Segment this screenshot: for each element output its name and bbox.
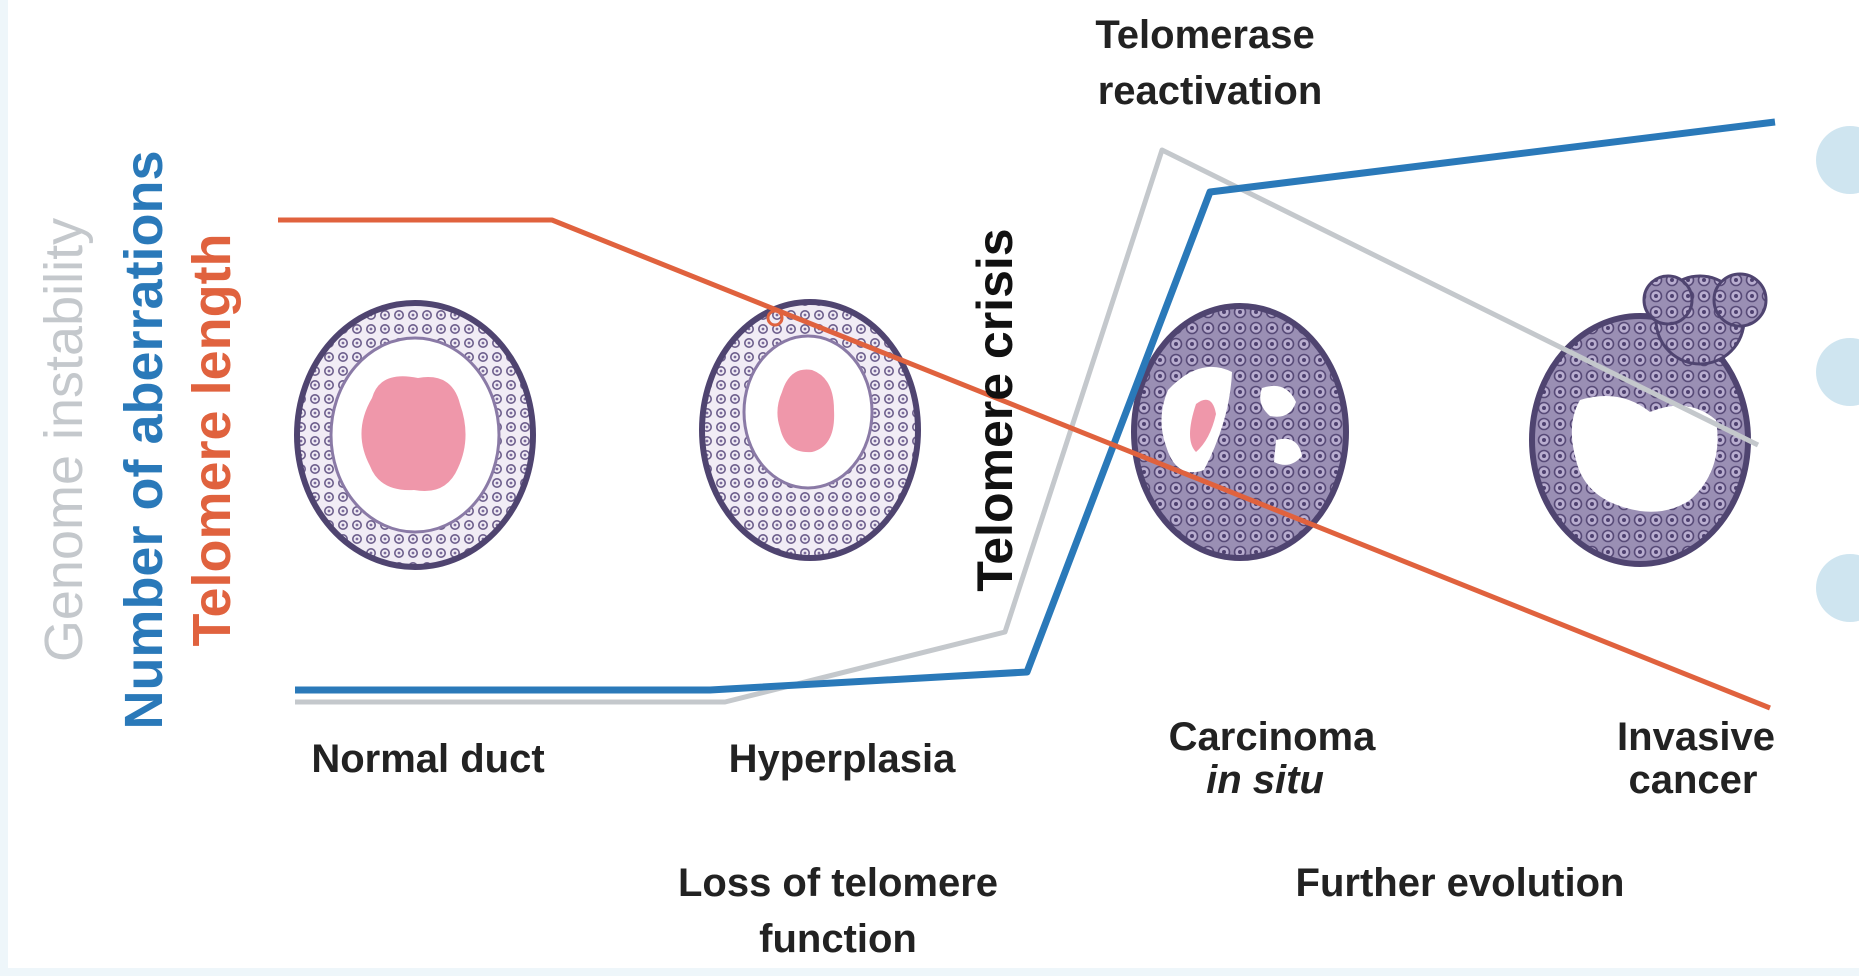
telomerase-reactivation-label-line2: reactivation: [1098, 69, 1323, 113]
stage-label-normal-duct: Normal duct: [311, 737, 544, 781]
aberrations-label: Number of aberrations: [114, 150, 174, 729]
invasive-cancer-illustration: [1532, 274, 1766, 564]
telomere-crisis-label: Telomere crisis: [967, 228, 1023, 591]
stage-label-hyperplasia: Hyperplasia: [729, 737, 957, 781]
telomerase-reactivation-label-line1: Telomerase: [1095, 13, 1314, 57]
telomere-length-label: Telomere length: [182, 233, 242, 646]
phase-label-loss-line1: Loss of telomere: [678, 861, 998, 905]
bottom-edge-strip: [0, 968, 1859, 976]
genome-instability-label: Genome instability: [34, 218, 94, 662]
stage-label-carcinoma: Carcinoma: [1169, 715, 1376, 759]
stage-label-invasive: Invasive: [1617, 715, 1775, 759]
normal-duct-illustration: [297, 303, 533, 567]
phase-label-further-evolution: Further evolution: [1296, 861, 1625, 905]
phase-label-loss-line2: function: [759, 917, 917, 961]
hyperplasia-illustration: [702, 302, 918, 558]
edge-decor-circle-middle: [1816, 338, 1859, 406]
stage-label-in-situ: in situ: [1206, 758, 1324, 802]
edge-decor-circle-top: [1816, 126, 1859, 194]
carcinoma-in-situ-illustration: [1134, 306, 1346, 558]
stage-label-cancer: cancer: [1629, 758, 1758, 802]
edge-decor-circle-bottom: [1816, 554, 1859, 622]
